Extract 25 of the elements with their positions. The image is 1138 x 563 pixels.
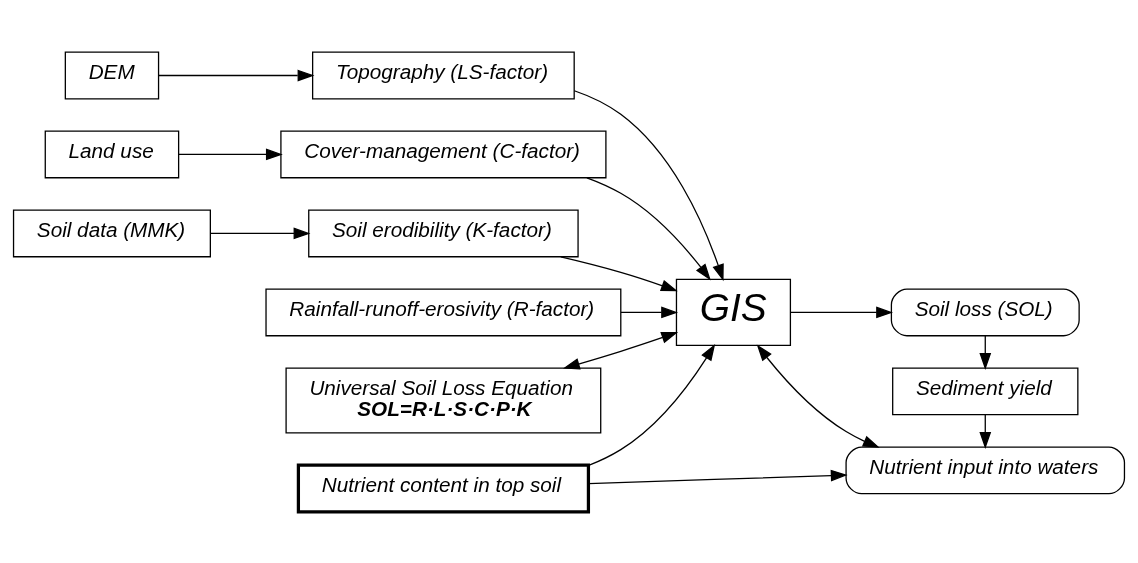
- node-box: Rainfall-runoff-erosivity (R-factor): [265, 287, 622, 336]
- arrow: [178, 148, 283, 160]
- arrow: [586, 176, 711, 280]
- arrow: [562, 331, 679, 370]
- node-box: Soil loss (SOL): [890, 287, 1080, 336]
- node-box: GIS: [675, 278, 792, 346]
- arrow: [620, 306, 679, 318]
- node-box: Sediment yield: [892, 366, 1079, 415]
- node-box: Soil data (MMK): [12, 209, 211, 257]
- arrow: [588, 343, 716, 466]
- arrow: [573, 89, 724, 281]
- node-box: Cover-management (C-factor): [280, 130, 607, 178]
- arrow: [157, 69, 315, 81]
- node-box: Land use: [44, 130, 180, 178]
- node-box: DEM: [64, 51, 160, 99]
- arrow: [790, 306, 893, 318]
- arrow: [209, 227, 311, 239]
- node-box: Soil erodibility (K-factor): [308, 209, 579, 257]
- node-box: Nutrient input into waters: [845, 445, 1126, 494]
- arrow: [587, 469, 848, 484]
- node-box: Topography (LS-factor): [312, 51, 575, 99]
- node-box: Universal Soil Loss Equation SOL=R·L·S·C·P·K: [285, 366, 602, 433]
- arrow: [560, 255, 678, 291]
- arrow: [756, 343, 880, 448]
- node-box: Nutrient content in top soil: [296, 463, 591, 513]
